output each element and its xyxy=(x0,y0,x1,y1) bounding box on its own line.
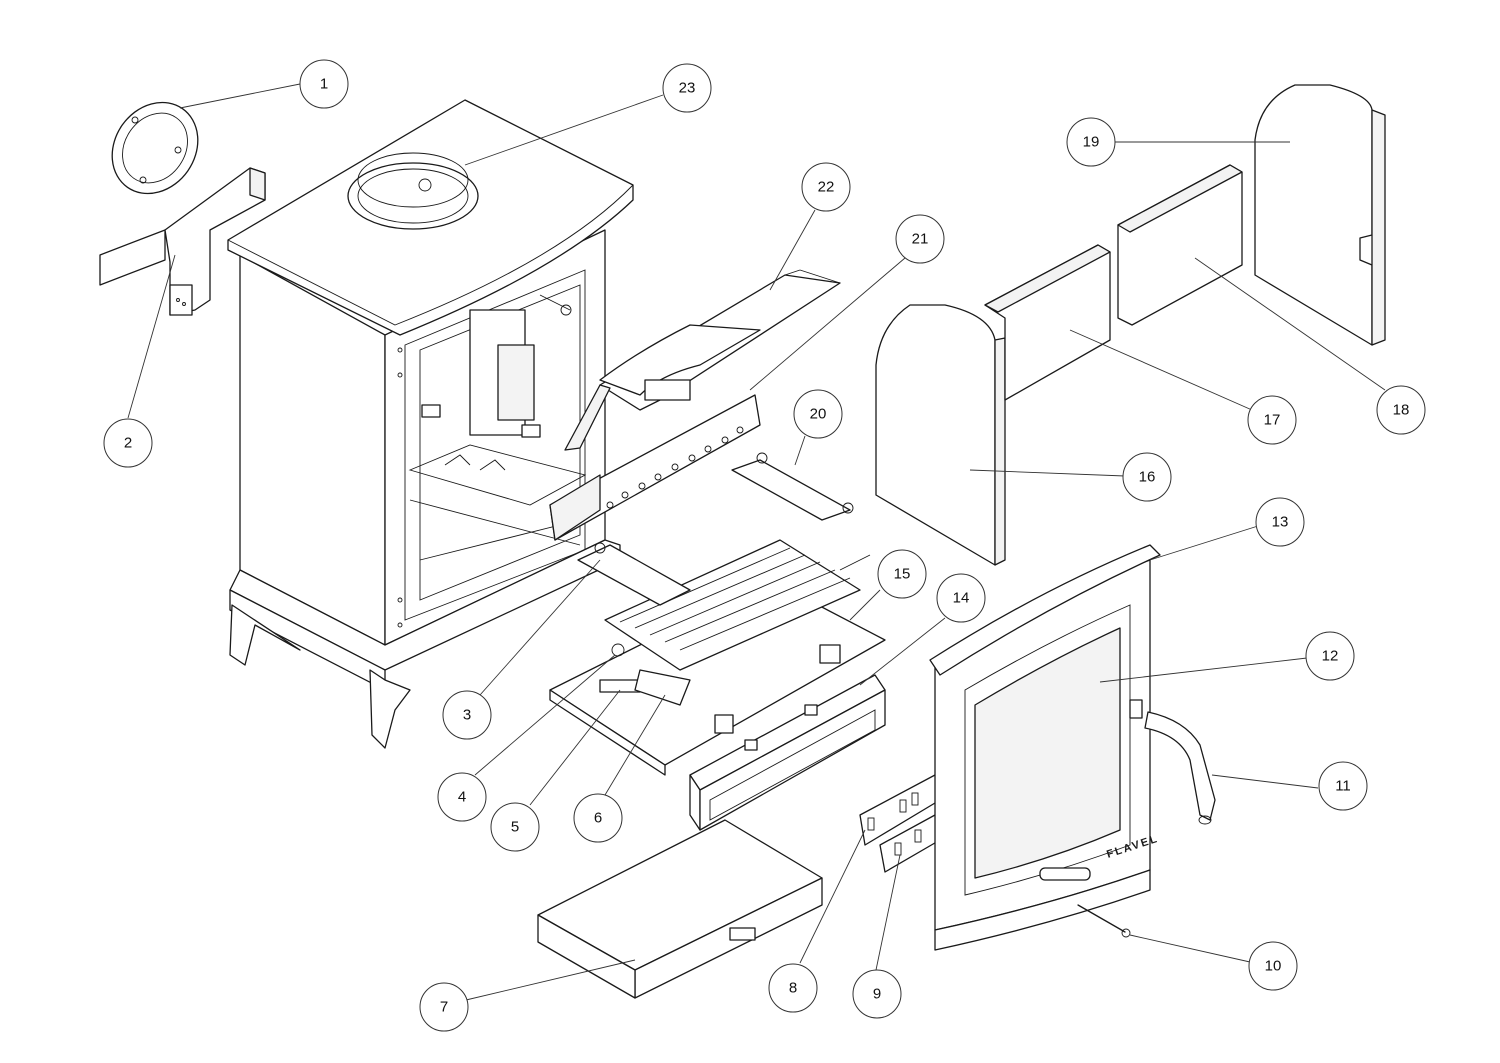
svg-text:7: 7 xyxy=(440,999,448,1016)
svg-text:17: 17 xyxy=(1264,412,1281,429)
svg-text:8: 8 xyxy=(789,980,797,997)
svg-text:23: 23 xyxy=(679,80,696,97)
part-ash-pan xyxy=(537,819,823,999)
callout-4: 4 xyxy=(437,772,487,822)
callout-10: 10 xyxy=(1248,941,1298,991)
callout-11: 11 xyxy=(1318,761,1368,811)
part-baffle-plate xyxy=(564,269,841,451)
svg-text:20: 20 xyxy=(810,406,827,423)
svg-text:16: 16 xyxy=(1139,469,1156,486)
svg-text:4: 4 xyxy=(458,789,466,806)
callout-21: 21 xyxy=(895,214,945,264)
callout-22: 22 xyxy=(801,162,851,212)
svg-text:10: 10 xyxy=(1265,958,1282,975)
callout-15: 15 xyxy=(877,549,927,599)
part-grate-assembly xyxy=(549,539,886,776)
svg-text:5: 5 xyxy=(511,819,519,836)
part-side-brick-left xyxy=(875,304,1006,566)
svg-text:19: 19 xyxy=(1083,134,1100,151)
callout-16: 16 xyxy=(1122,452,1172,502)
callout-8: 8 xyxy=(768,963,818,1013)
callout-9: 9 xyxy=(852,969,902,1019)
svg-text:3: 3 xyxy=(463,707,471,724)
svg-text:9: 9 xyxy=(873,986,881,1003)
svg-text:21: 21 xyxy=(912,231,929,248)
callout-3: 3 xyxy=(442,690,492,740)
callout-14: 14 xyxy=(936,573,986,623)
part-support-rod xyxy=(731,452,854,521)
callout-1: 1 xyxy=(299,59,349,109)
part-flue-collar-plate xyxy=(111,101,199,195)
part-door-handle xyxy=(1144,711,1216,825)
leader-lines xyxy=(127,83,1386,1001)
svg-text:14: 14 xyxy=(953,590,970,607)
part-ash-lip xyxy=(689,674,886,831)
part-air-wash-bar xyxy=(549,394,761,541)
callout-23: 23 xyxy=(662,63,712,113)
svg-text:22: 22 xyxy=(818,179,835,196)
svg-text:12: 12 xyxy=(1322,648,1339,665)
callout-12: 12 xyxy=(1305,631,1355,681)
callout-17: 17 xyxy=(1247,395,1297,445)
part-hinge-pin xyxy=(1077,904,1131,938)
svg-text:18: 18 xyxy=(1393,402,1410,419)
callout-5: 5 xyxy=(490,802,540,852)
callout-13: 13 xyxy=(1255,497,1305,547)
callout-2: 2 xyxy=(103,418,153,468)
svg-text:1: 1 xyxy=(320,76,328,93)
grate-bars xyxy=(604,539,861,671)
part-door: FLAVEL xyxy=(929,544,1161,951)
part-stove-body xyxy=(227,99,634,749)
svg-text:11: 11 xyxy=(1335,778,1351,795)
part-rear-brick xyxy=(1117,164,1243,326)
svg-text:2: 2 xyxy=(124,435,132,452)
callout-19: 19 xyxy=(1066,117,1116,167)
svg-text:13: 13 xyxy=(1272,514,1289,531)
callout-18: 18 xyxy=(1376,385,1426,435)
callout-7: 7 xyxy=(419,982,469,1032)
svg-text:6: 6 xyxy=(594,810,602,827)
part-t-bracket xyxy=(99,167,266,316)
svg-text:15: 15 xyxy=(894,566,911,583)
part-back-brick xyxy=(984,244,1111,401)
callout-6: 6 xyxy=(573,793,623,843)
callout-20: 20 xyxy=(793,389,843,439)
part-side-brick-right xyxy=(1254,84,1386,346)
